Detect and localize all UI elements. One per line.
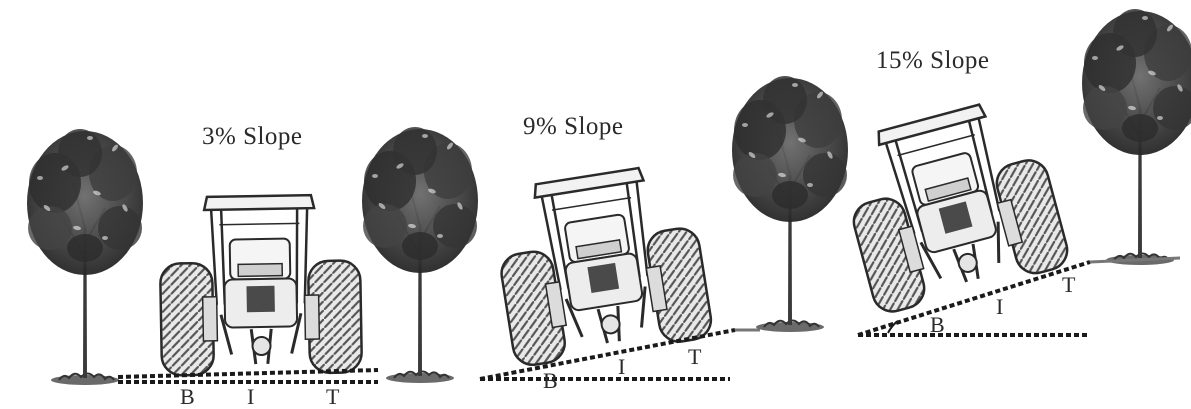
panel-1-slope-label: 3% Slope — [202, 124, 303, 149]
tree-icon — [732, 76, 848, 332]
panel-1-zone-t: T — [326, 386, 339, 408]
panel-1-graphics — [27, 129, 378, 385]
panel-3-zone-i: I — [996, 296, 1003, 318]
tractor-icon — [832, 92, 1071, 316]
panel-1-zone-i: I — [247, 386, 254, 408]
panel-3-zone-t: T — [1062, 274, 1075, 296]
panel-3-slope-label: 15% Slope — [876, 48, 990, 73]
tractor-icon — [159, 194, 362, 375]
panel-2-slope-label: 9% Slope — [523, 114, 624, 139]
panel-2-zone-b: B — [543, 370, 558, 392]
tree-icon — [27, 129, 143, 385]
panel-2-zone-t: T — [688, 346, 701, 368]
tractor-icon — [488, 161, 713, 368]
tree-icon — [1082, 9, 1191, 265]
tree-icon — [362, 127, 478, 383]
panel-2-zone-i: I — [618, 356, 625, 378]
panel-1-zone-b: B — [180, 386, 195, 408]
panel-3-zone-b: B — [930, 314, 945, 336]
